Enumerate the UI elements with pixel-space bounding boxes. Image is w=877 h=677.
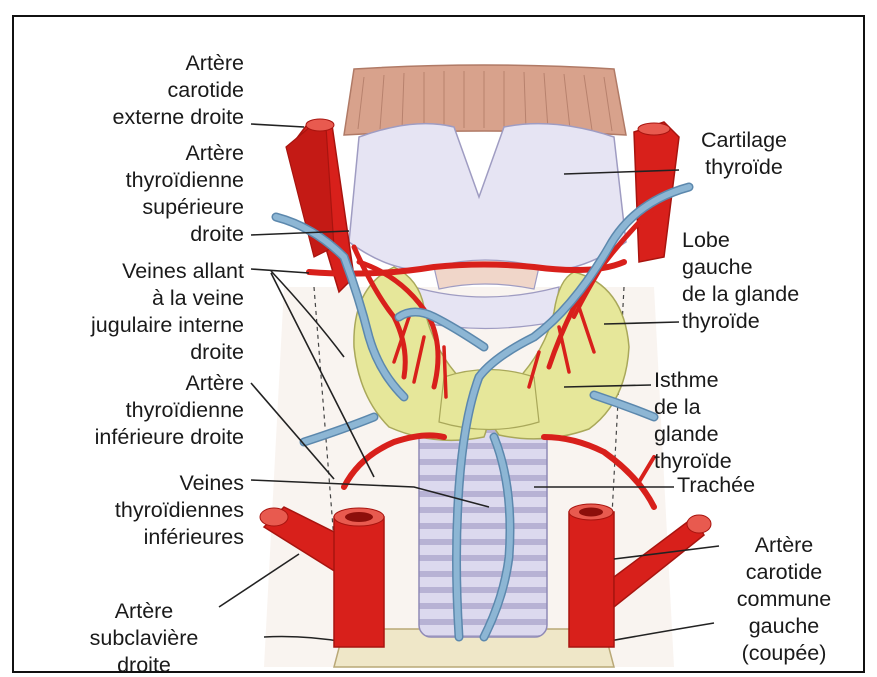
label-line: de la bbox=[654, 394, 804, 421]
label-line: Artère bbox=[714, 532, 854, 559]
label-line: gauche bbox=[714, 613, 854, 640]
label-line: Veines allant bbox=[44, 258, 244, 285]
label-line: Veines bbox=[44, 470, 244, 497]
label-thyroidienne-superieure-droite: Artère thyroïdienne supérieure droite bbox=[94, 140, 244, 248]
label-line: droite bbox=[74, 652, 214, 673]
label-line: à la veine bbox=[44, 285, 244, 312]
isthmus-shape bbox=[439, 370, 539, 430]
label-line: Lobe bbox=[682, 227, 832, 254]
label-thyroidienne-inferieure-droite: Artère thyroïdienne inférieure droite bbox=[44, 370, 244, 451]
right-common-carotid-bottom bbox=[334, 508, 384, 647]
label-line: Trachée bbox=[677, 472, 827, 499]
label-line: inférieures bbox=[44, 524, 244, 551]
label-line: Isthme bbox=[654, 367, 804, 394]
label-line: de la glande bbox=[682, 281, 832, 308]
label-line: thyroïde bbox=[674, 154, 814, 181]
label-line: Artère bbox=[74, 598, 214, 625]
label-veines-jugulaire-interne: Veines allant à la veine jugulaire inter… bbox=[44, 258, 244, 366]
label-line: thyroïdiennes bbox=[44, 497, 244, 524]
thyroid-cartilage-shape bbox=[349, 124, 626, 271]
label-line: Artère bbox=[94, 140, 244, 167]
label-veines-thyroidiennes-inferieures: Veines thyroïdiennes inférieures bbox=[44, 470, 244, 551]
label-line: gauche bbox=[682, 254, 832, 281]
label-line: inférieure droite bbox=[44, 424, 244, 451]
label-line: carotide bbox=[714, 559, 854, 586]
label-lobe-gauche: Lobe gauche de la glande thyroïde bbox=[682, 227, 832, 335]
label-line: Artère bbox=[44, 370, 244, 397]
label-isthme: Isthme de la glande thyroïde bbox=[654, 367, 804, 475]
label-line: subclavière bbox=[74, 625, 214, 652]
label-line: droite bbox=[94, 221, 244, 248]
leader-carotide-externe bbox=[251, 124, 304, 127]
label-line: carotide bbox=[94, 77, 244, 104]
label-carotide-commune-gauche: Artère carotide commune gauche (coupée) bbox=[714, 532, 854, 667]
label-line: thyroïde bbox=[682, 308, 832, 335]
label-line: glande bbox=[654, 421, 804, 448]
label-line: (coupée) bbox=[714, 640, 854, 667]
label-line: thyroïdienne bbox=[44, 397, 244, 424]
diagram-frame: Artère carotide externe droite Artère th… bbox=[12, 15, 865, 673]
label-line: commune bbox=[714, 586, 854, 613]
label-line: Artère bbox=[94, 50, 244, 77]
label-cartilage-thyroide: Cartilage thyroïde bbox=[674, 127, 814, 181]
label-carotide-externe-droite: Artère carotide externe droite bbox=[94, 50, 244, 131]
label-line: Cartilage bbox=[674, 127, 814, 154]
label-trachee: Trachée bbox=[677, 472, 827, 499]
trachea-shape bbox=[419, 427, 547, 637]
label-line: externe droite bbox=[94, 104, 244, 131]
label-line: supérieure bbox=[94, 194, 244, 221]
label-line: jugulaire interne bbox=[44, 312, 244, 339]
label-line: thyroïdienne bbox=[94, 167, 244, 194]
label-subclaviere-droite: Artère subclavière droite bbox=[74, 598, 214, 673]
label-line: thyroïde bbox=[654, 448, 804, 475]
label-line: droite bbox=[44, 339, 244, 366]
